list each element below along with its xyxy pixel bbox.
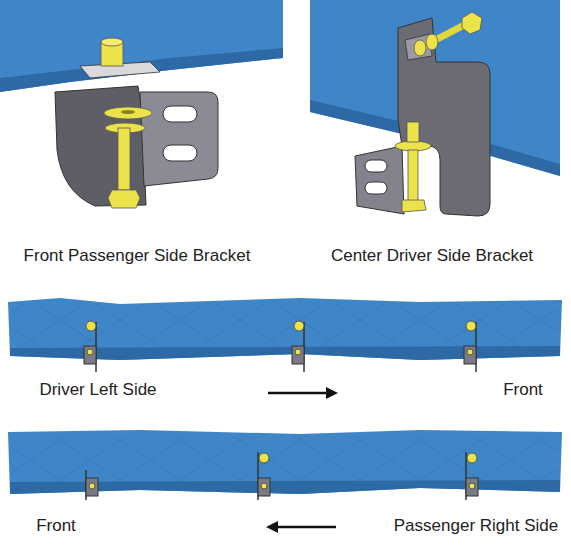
- direction-arrow: [268, 387, 338, 399]
- illustration-part: [163, 145, 197, 161]
- illustration-part: [104, 107, 152, 119]
- bracket-marker: [292, 321, 304, 372]
- caption-label: Front: [503, 380, 543, 400]
- illustration-part: [101, 38, 123, 46]
- illustration-part: [84, 346, 96, 364]
- caption-label: Driver Left Side: [39, 380, 156, 400]
- illustration-part: [266, 521, 278, 533]
- illustration-part: [0, 48, 283, 92]
- illustration-part: [294, 321, 304, 331]
- illustration-part: [469, 483, 475, 489]
- direction-arrow: [266, 521, 336, 533]
- illustration-part: [408, 150, 418, 202]
- illustration-part: [402, 200, 426, 212]
- illustration-part: [276, 526, 336, 529]
- caption-label: Front: [36, 516, 76, 536]
- illustration-part: [86, 321, 96, 331]
- illustration-part: [121, 110, 135, 114]
- bracket-marker: [466, 452, 478, 500]
- driver-side-frame-view: [8, 298, 562, 399]
- illustration-part: [466, 321, 476, 331]
- illustration-part: [0, 0, 283, 92]
- illustration-part: [407, 122, 419, 142]
- illustration-part: [118, 128, 130, 190]
- caption-label: Passenger Right Side: [394, 516, 558, 536]
- illustration-part: [8, 298, 562, 360]
- illustration-part: [8, 430, 562, 494]
- caption-label: Front Passenger Side Bracket: [24, 246, 251, 266]
- illustration-part: [86, 478, 98, 496]
- front-passenger-bracket-view: [0, 0, 283, 208]
- illustration-part: [268, 392, 328, 395]
- illustration-part: [464, 346, 476, 364]
- illustration-part: [466, 478, 478, 496]
- bracket-marker: [84, 321, 96, 372]
- illustration-part: [326, 387, 338, 399]
- illustration-part: [355, 146, 404, 214]
- illustration-part: [261, 483, 267, 489]
- illustration-part: [87, 349, 93, 355]
- illustration-part: [395, 141, 431, 151]
- illustration-part: [258, 478, 270, 496]
- bracket-marker: [86, 470, 98, 500]
- illustration-part: [365, 182, 387, 194]
- illustration-part: [89, 483, 95, 489]
- illustration-part: [295, 349, 301, 355]
- illustration-part: [414, 40, 426, 56]
- bracket-marker: [464, 321, 476, 372]
- illustration-part: [426, 34, 438, 50]
- illustration-part: [163, 106, 197, 122]
- bracket-marker: [258, 452, 270, 500]
- illustration-part: [467, 349, 473, 355]
- illustration-part: [259, 453, 269, 463]
- illustration-part: [55, 86, 146, 206]
- illustration-part: [462, 12, 482, 34]
- illustration-part: [140, 92, 218, 186]
- illustration-part: [365, 160, 387, 172]
- illustration-part: [108, 190, 140, 208]
- center-driver-bracket-view: [310, 0, 560, 216]
- caption-label: Center Driver Side Bracket: [331, 246, 533, 266]
- illustration-part: [398, 18, 490, 216]
- illustration-part: [292, 346, 304, 364]
- illustration-part: [467, 453, 477, 463]
